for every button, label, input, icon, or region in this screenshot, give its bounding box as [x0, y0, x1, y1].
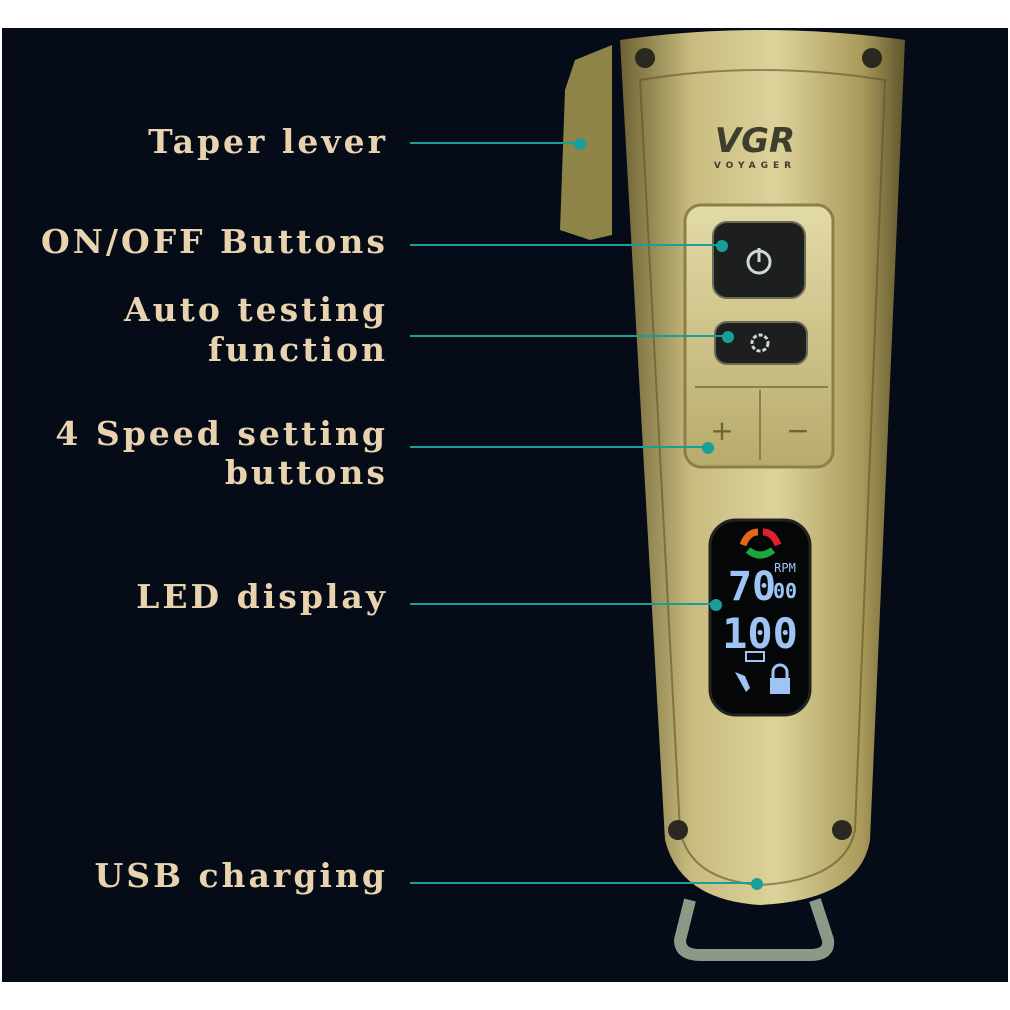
speed-plus-button[interactable]: + [710, 414, 733, 447]
lock-icon [770, 678, 790, 694]
label-usb-charging: USB charging [94, 856, 388, 895]
pointer-dot [751, 878, 763, 890]
pointer-dot [702, 442, 714, 454]
pointer-line-usb [410, 882, 757, 884]
brand-logo: VGR [715, 121, 795, 161]
label-auto-testing-1: Auto testing [123, 290, 388, 329]
pointer-line-on-off [410, 244, 722, 246]
label-on-off-buttons: ON/OFF Buttons [40, 222, 388, 261]
lcd-top-digits: 70 [728, 564, 776, 610]
pointer-dot [716, 240, 728, 252]
brand-sub-logo: VOYAGER [714, 161, 796, 171]
charging-loop [673, 898, 835, 961]
lcd-rpm-unit: RPM [774, 561, 796, 575]
screw-icons [635, 48, 882, 840]
lcd-bottom-digits: 100 [722, 609, 798, 658]
pointer-line-taper-lever [410, 142, 580, 144]
label-auto-testing-2: function [207, 330, 388, 369]
pointer-line-led [410, 603, 716, 605]
auto-test-button[interactable] [714, 321, 808, 365]
label-led-display: LED display [136, 577, 388, 616]
pointer-dot [722, 331, 734, 343]
pointer-line-speed [410, 446, 708, 448]
speed-minus-button[interactable]: − [786, 414, 809, 447]
battery-icon [745, 651, 765, 662]
pointer-dot [710, 599, 722, 611]
pointer-dot [574, 138, 586, 150]
pointer-line-auto-testing [410, 335, 728, 337]
label-taper-lever: Taper lever [148, 122, 388, 161]
label-speed-2: buttons [224, 453, 388, 492]
label-speed-1: 4 Speed setting [55, 414, 388, 453]
taper-lever [560, 45, 612, 240]
oil-drop-icon [735, 672, 750, 692]
lcd-small-digits: 00 [773, 579, 797, 603]
